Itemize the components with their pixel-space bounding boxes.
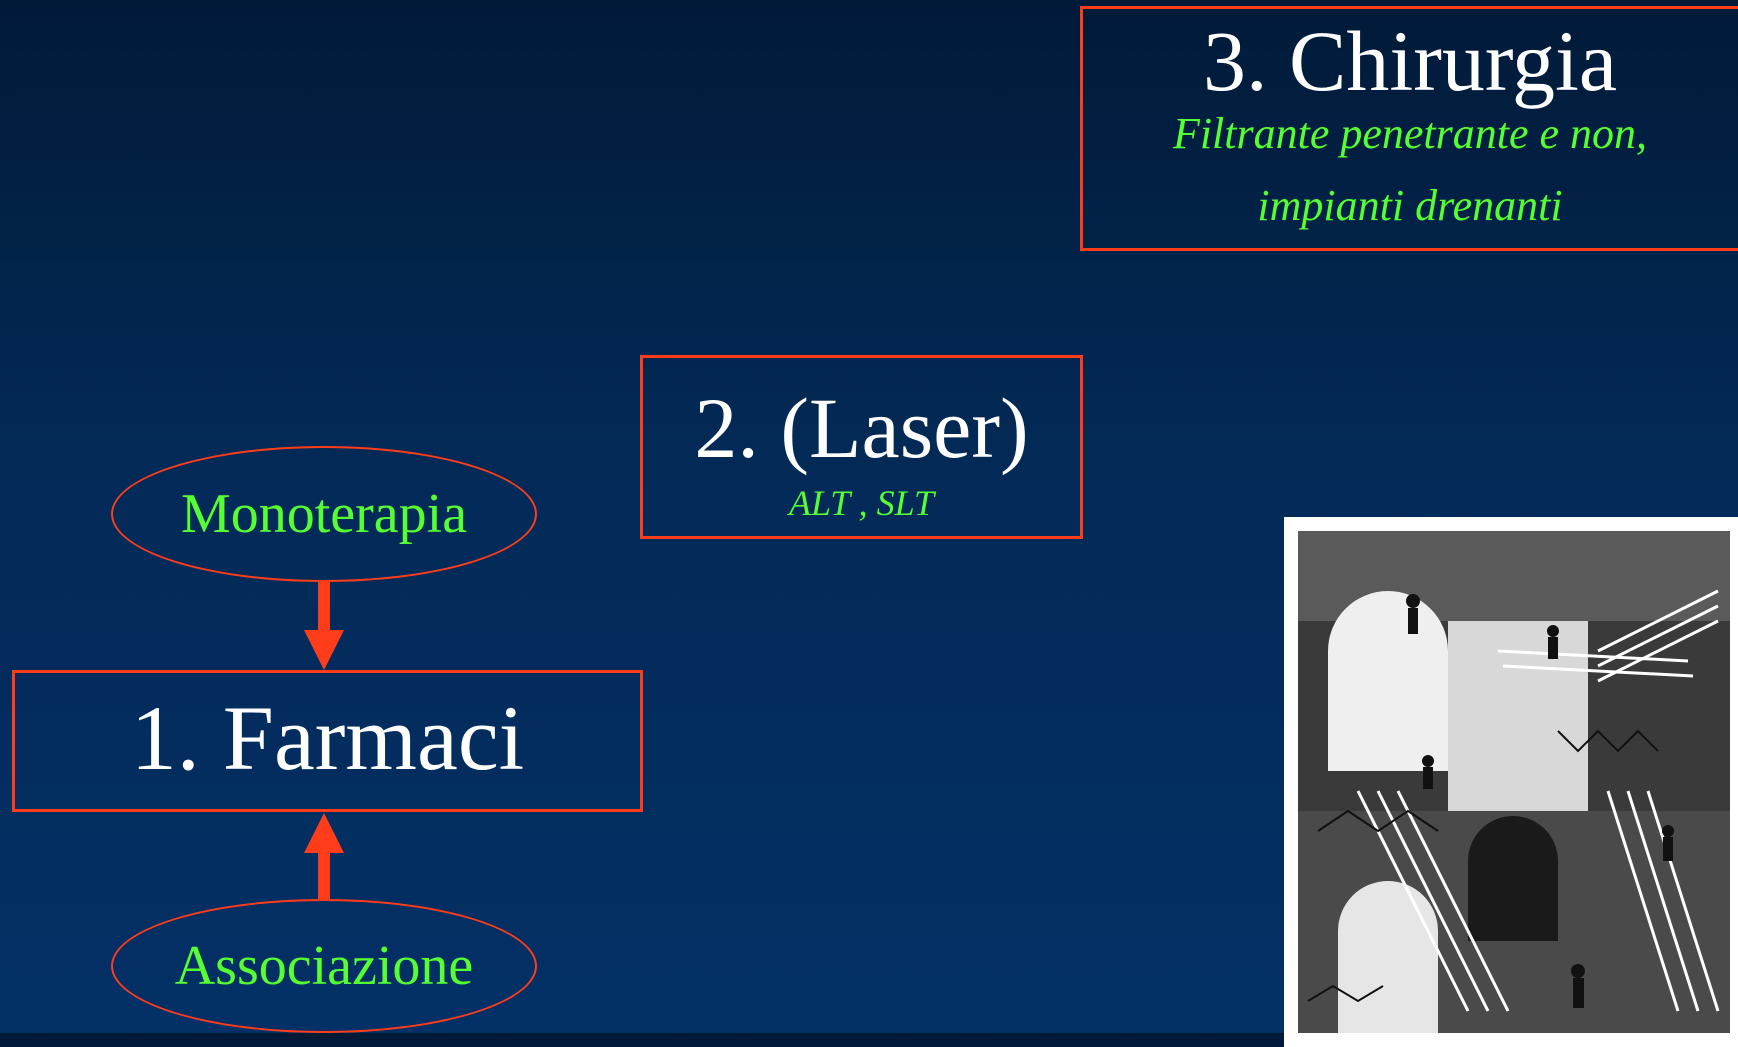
- step-1-box: 1. Farmaci: [12, 670, 643, 812]
- monoterapia-oval: Monoterapia: [111, 446, 537, 582]
- step-2-title: 2. (Laser): [643, 378, 1080, 478]
- step-3-subtitle-line1: Filtrante penetrante e non,: [1063, 109, 1738, 159]
- arrow-up-icon: [304, 811, 344, 901]
- step-1-title: 1. Farmaci: [15, 683, 640, 793]
- step-3-box: 3. Chirurgia Filtrante penetrante e non,…: [1080, 6, 1738, 251]
- step-3-title: 3. Chirurgia: [1063, 11, 1738, 111]
- monoterapia-label: Monoterapia: [181, 482, 467, 546]
- step-3-subtitle-line2: impianti drenanti: [1063, 181, 1738, 231]
- staircase-illustration: [1298, 531, 1730, 1033]
- arrow-down-icon: [304, 582, 344, 672]
- step-2-subtitle: ALT , SLT: [643, 483, 1080, 523]
- associazione-oval: Associazione: [111, 899, 537, 1033]
- step-2-box: 2. (Laser) ALT , SLT: [640, 355, 1083, 539]
- associazione-label: Associazione: [175, 934, 474, 998]
- relativity-artwork-image: [1284, 517, 1738, 1047]
